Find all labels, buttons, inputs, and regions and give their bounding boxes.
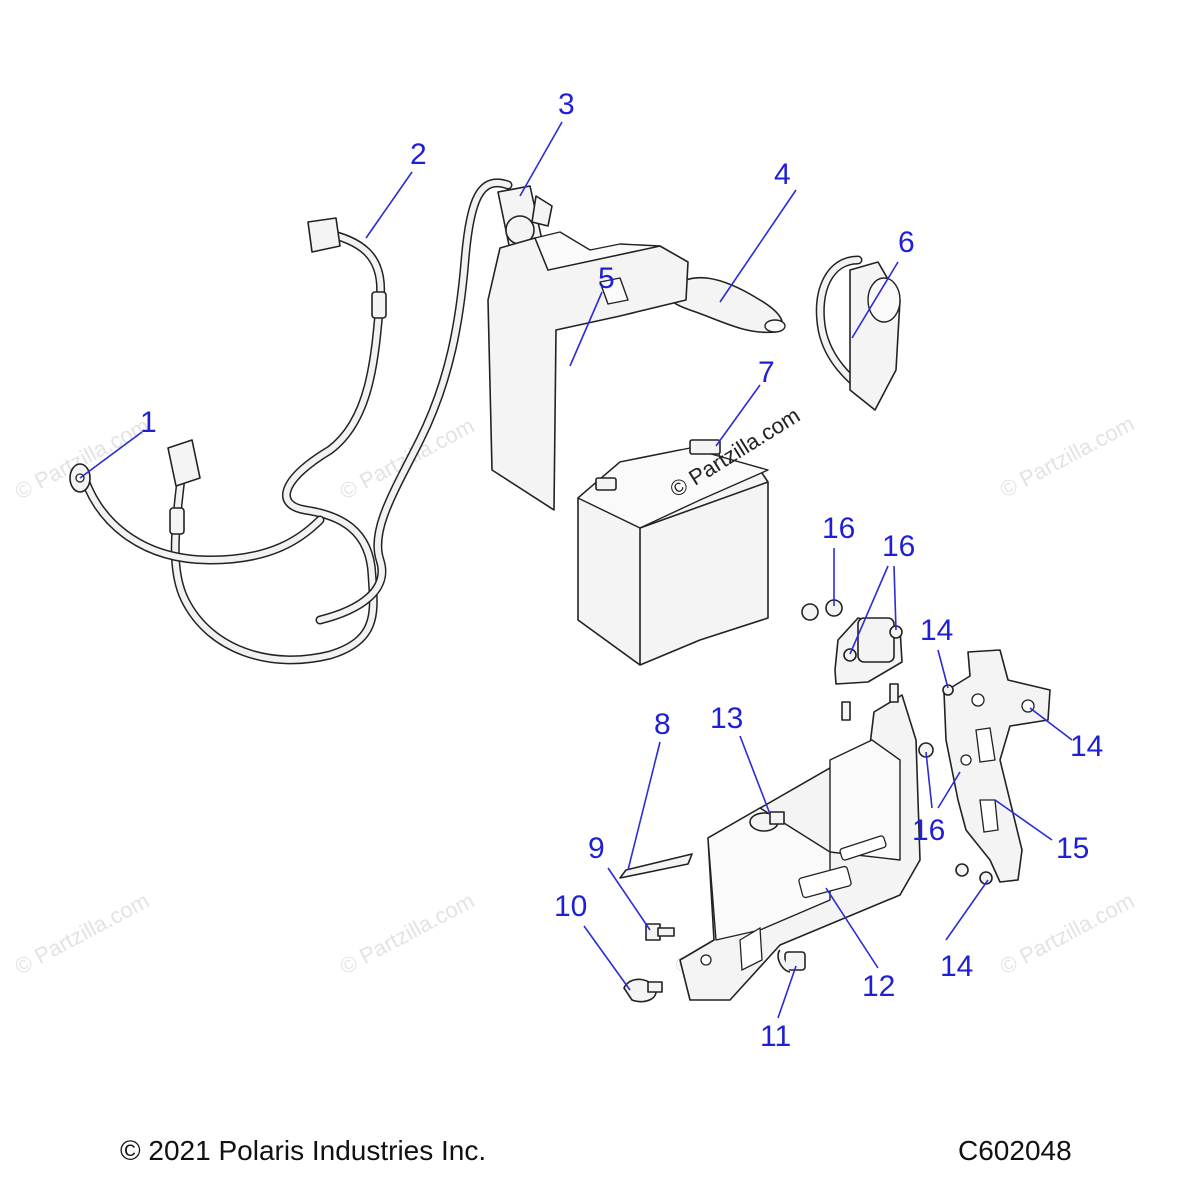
callout-16: 16 [912,814,945,847]
callout-16: 16 [882,530,915,563]
callout-13: 13 [710,702,743,735]
mounting-bolt [645,923,675,941]
callout-12: 12 [862,970,895,1003]
positive-battery-cable [315,178,553,625]
callout-15: 15 [1056,832,1089,865]
callout-9: 9 [588,832,605,865]
battery-tray [679,683,921,1001]
mounting-plate [918,649,1051,885]
watermark: © Partzilla.com [996,411,1139,503]
terminal-boot [815,255,901,411]
negative-battery-cable [167,217,387,665]
callout-1: 1 [140,406,157,439]
copyright-text: © 2021 Polaris Industries Inc. [120,1135,486,1166]
callout-3: 3 [558,88,575,121]
callout-2: 2 [410,138,427,171]
callout-layer: 1 2 3 4 5 6 7 8 9 10 11 12 13 14 14 14 1… [140,88,1103,1053]
battery [577,439,769,666]
harness-clip [777,949,806,973]
callout-14: 14 [1070,730,1103,763]
watermark: © Partzilla.com [336,888,479,980]
callout-14: 14 [940,950,973,983]
tray-rod [619,853,693,879]
callout-8: 8 [654,708,671,741]
hose-clamp [749,811,785,832]
callout-4: 4 [774,158,791,191]
leader-lines [79,121,1073,1019]
wire-clip [623,978,663,1003]
battery-hold-down-strap [663,276,786,334]
callout-16: 16 [822,512,855,545]
diagram-code: C602048 [958,1135,1072,1166]
callout-11: 11 [760,1020,791,1053]
callout-7: 7 [758,356,775,389]
watermark: © Partzilla.com [11,888,154,980]
callout-5: 5 [598,262,615,295]
starter-solenoid [801,599,903,685]
callout-10: 10 [554,890,587,923]
watermark: © Partzilla.com [996,888,1139,980]
battery-terminal-cover [487,231,689,511]
callout-14: 14 [920,614,953,647]
callout-6: 6 [898,226,915,259]
